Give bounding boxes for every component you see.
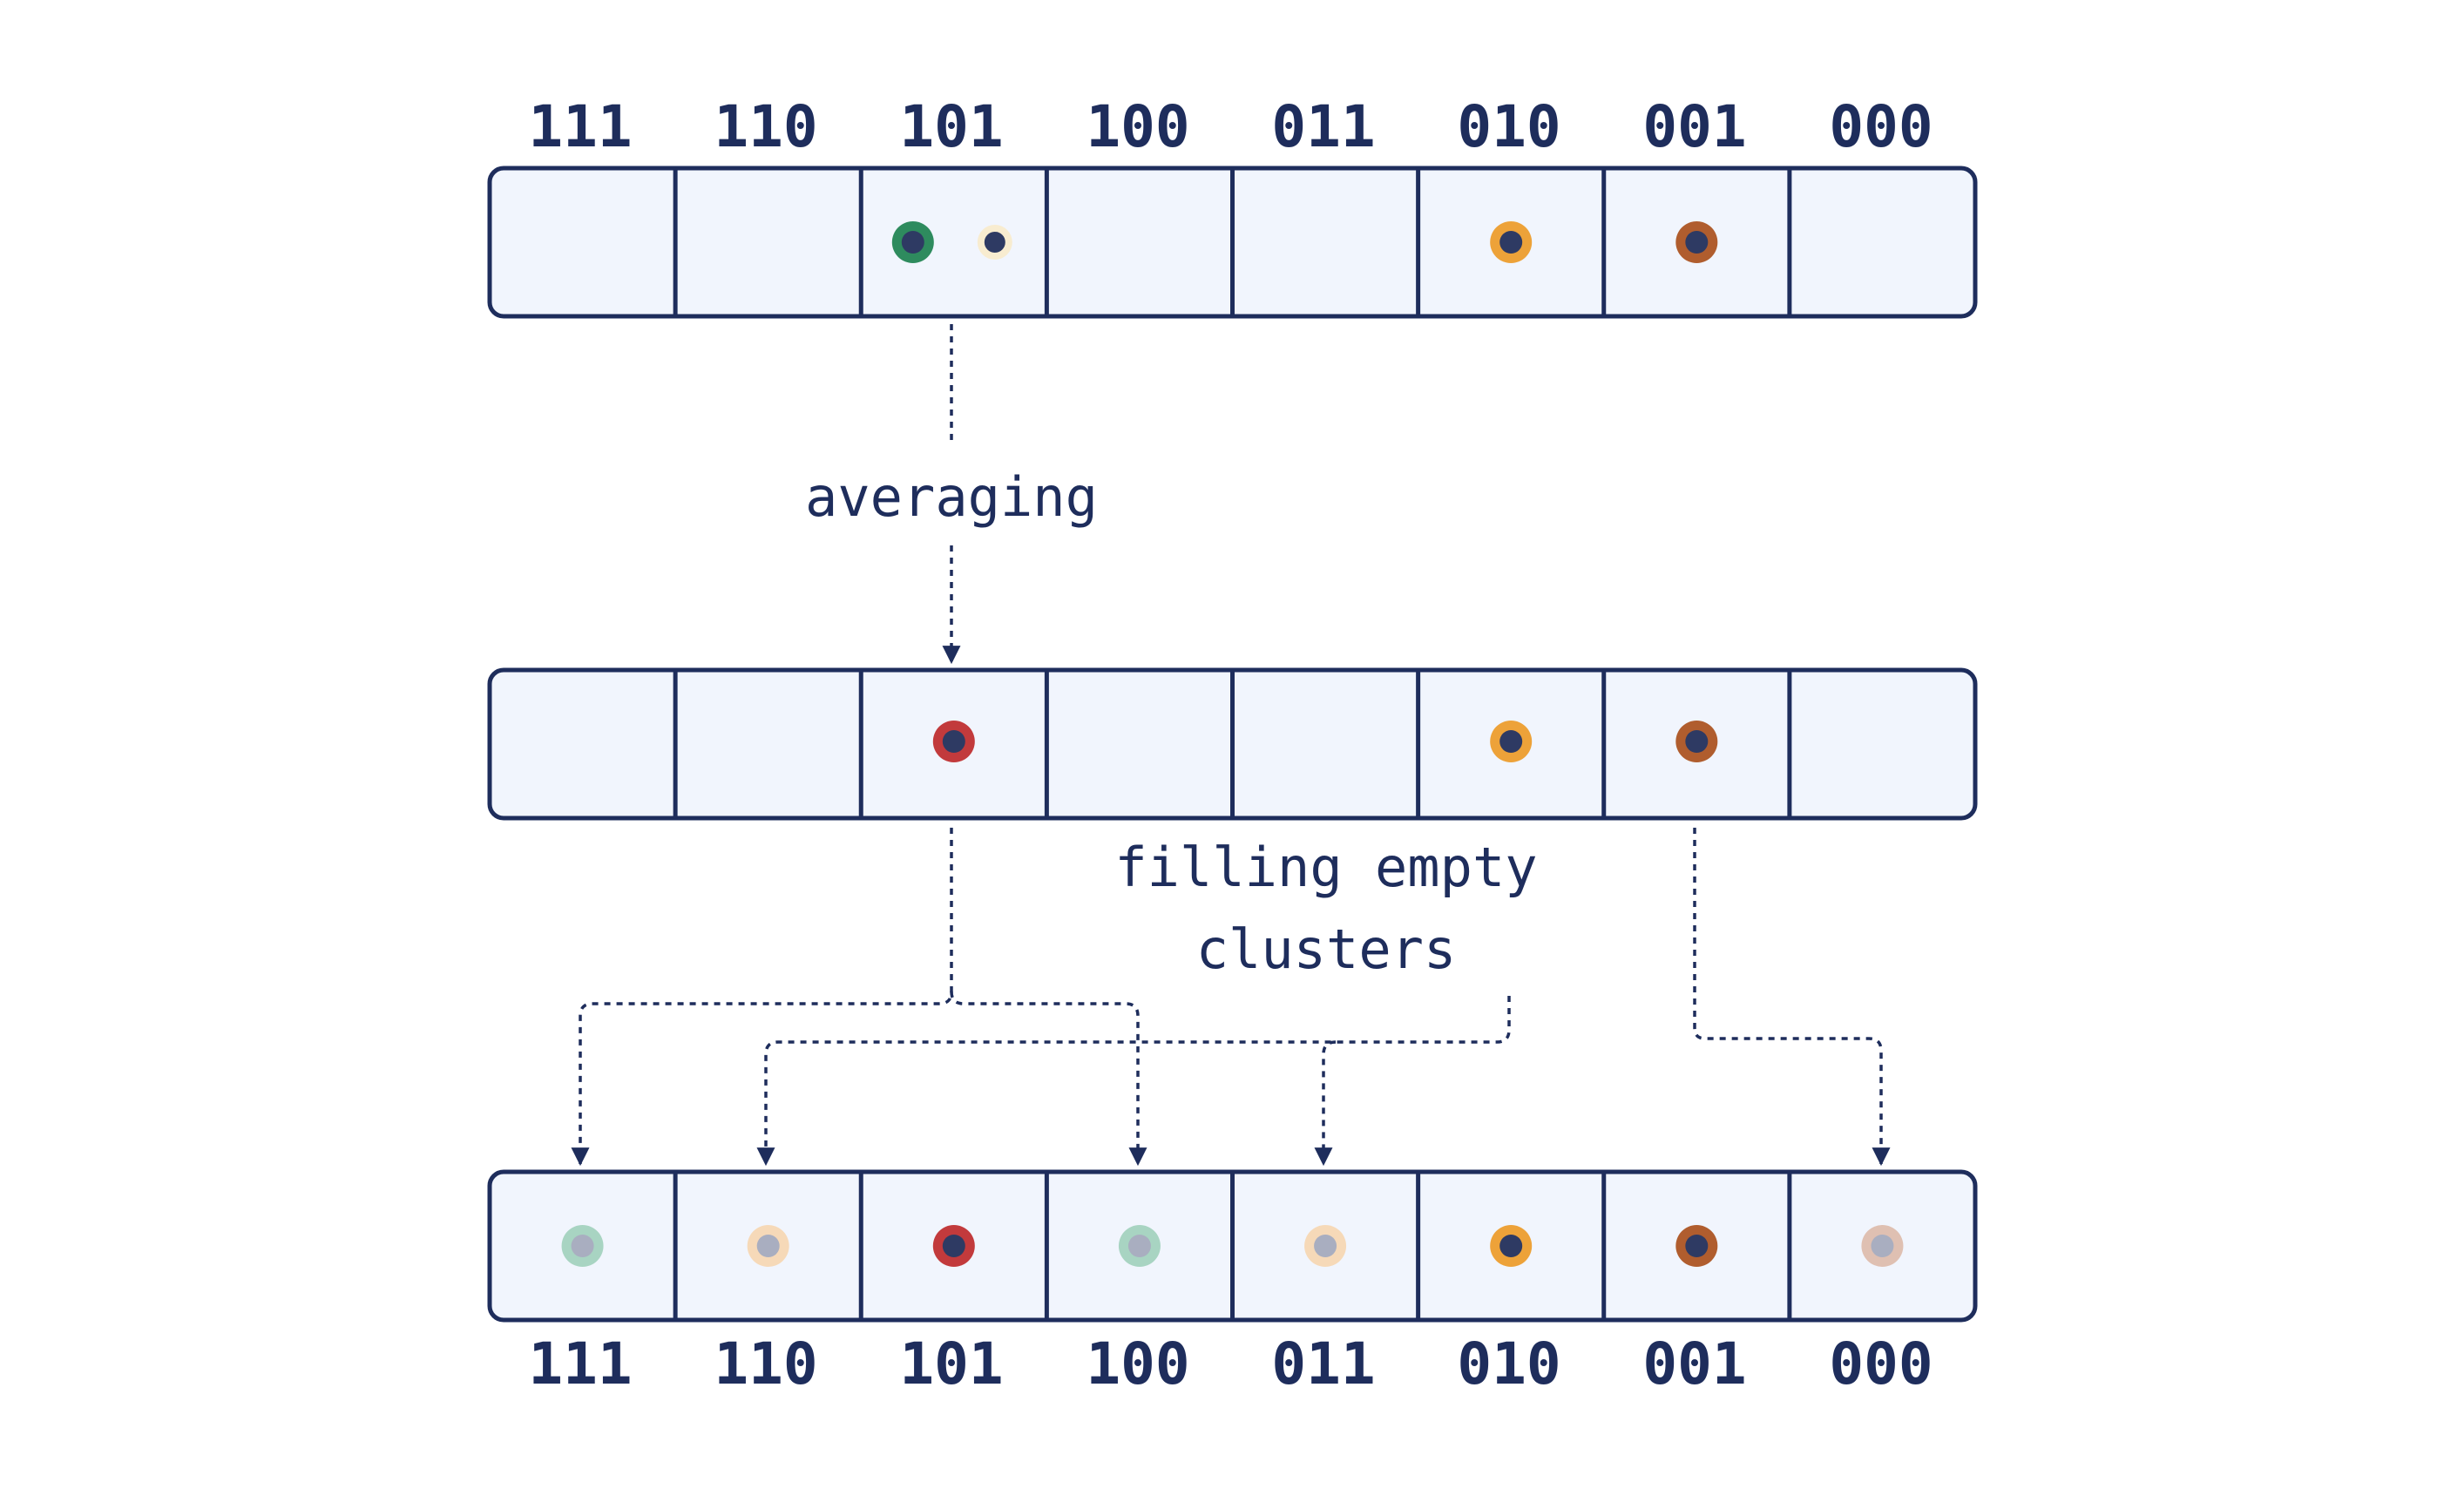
top-label-000: 000 [1829,93,1933,160]
filled-point-brown-center [1685,1235,1709,1257]
filling-label-line1: filling empty [1114,836,1537,899]
averaging-label: averaging [805,465,1098,529]
orange-branch-line-right [1314,1040,1337,1167]
bottom-label-100: 100 [1086,1330,1189,1398]
before-point-orange-center [1499,231,1523,254]
top-label-011: 011 [1271,93,1375,160]
red-branch-line [571,828,953,1167]
filled-point-faded_brown-center [1871,1235,1894,1257]
top-label-100: 100 [1086,93,1189,160]
filled-point-faded_green-center [1127,1235,1151,1257]
averaged-point-orange-center [1499,730,1523,753]
bottom-label-010: 010 [1457,1330,1560,1398]
red-branch-line-right [950,991,1147,1167]
top-bucket-labels: 111 110 101 100 011 010 001 000 [528,93,1933,160]
filled-point-faded_peach-center [756,1235,780,1257]
before-point-cream-center [984,232,1005,253]
filled-point-faded_green-center [571,1235,594,1257]
filling-label-group: filling empty clusters [1100,828,1570,985]
top-label-001: 001 [1642,93,1746,160]
bottom-label-000: 000 [1829,1330,1933,1398]
top-label-010: 010 [1457,93,1560,160]
filled-point-orange-center [1499,1235,1523,1257]
filling-label-line2: clusters [1196,917,1457,981]
filling-connectors [571,828,1891,1167]
averaged-point-brown-center [1685,730,1709,753]
row-before-averaging [487,166,1978,319]
bottom-label-101: 101 [899,1330,1003,1398]
before-point-brown-center [1685,231,1709,254]
top-label-111: 111 [528,93,632,160]
bottom-label-110: 110 [714,1330,817,1398]
averaged-point-red-center [942,730,965,753]
filled-point-red-center [942,1235,965,1257]
bottom-label-001: 001 [1642,1330,1746,1398]
filled-point-faded_peach-center [1314,1235,1337,1257]
top-label-110: 110 [714,93,817,160]
orange-branch-line [756,996,1511,1167]
brown-branch-line [1693,828,1891,1167]
bottom-label-111: 111 [528,1330,632,1398]
filling-label-backing [1100,828,1570,985]
bottom-label-011: 011 [1271,1330,1375,1398]
before-point-green-center [901,231,924,254]
bottom-bucket-labels: 111 110 101 100 011 010 001 000 [528,1330,1933,1398]
row-after-filling [487,1169,1978,1323]
top-label-101: 101 [899,93,1003,160]
row-after-averaging [487,667,1978,821]
